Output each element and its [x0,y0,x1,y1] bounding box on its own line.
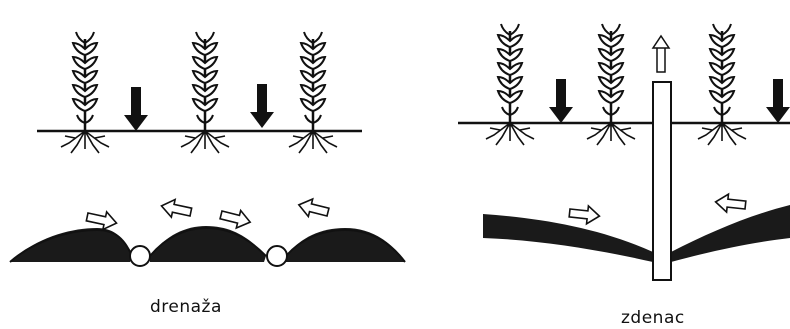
plant-icon [181,32,229,153]
plant-icon [698,24,746,145]
water-flow-arrow-icon [297,196,330,221]
rainfall-arrow-icon [250,84,274,128]
rainfall-arrow-icon [549,79,573,123]
drain-pipe-left [130,246,150,266]
drainage-panel [10,32,405,266]
well-caption: zdenac [621,308,685,328]
upward-arrow-icon [653,36,669,72]
drain-pipe-right [267,246,287,266]
right-soil-layers [483,205,790,262]
water-flow-arrow-icon [219,206,252,231]
left-soil-mounds [10,226,405,262]
well-shaft [653,82,671,280]
water-flow-arrow-icon [715,193,747,214]
drainage-caption: drenaža [150,297,222,317]
well-panel [458,24,790,280]
rainfall-arrow-icon [766,79,790,123]
plant-icon [61,32,109,153]
water-flow-arrow-icon [569,204,601,225]
water-flow-arrow-icon [160,197,193,221]
plant-icon [587,24,635,145]
plant-icon [289,32,337,153]
rainfall-arrow-icon [124,87,148,131]
plant-icon [486,24,534,145]
